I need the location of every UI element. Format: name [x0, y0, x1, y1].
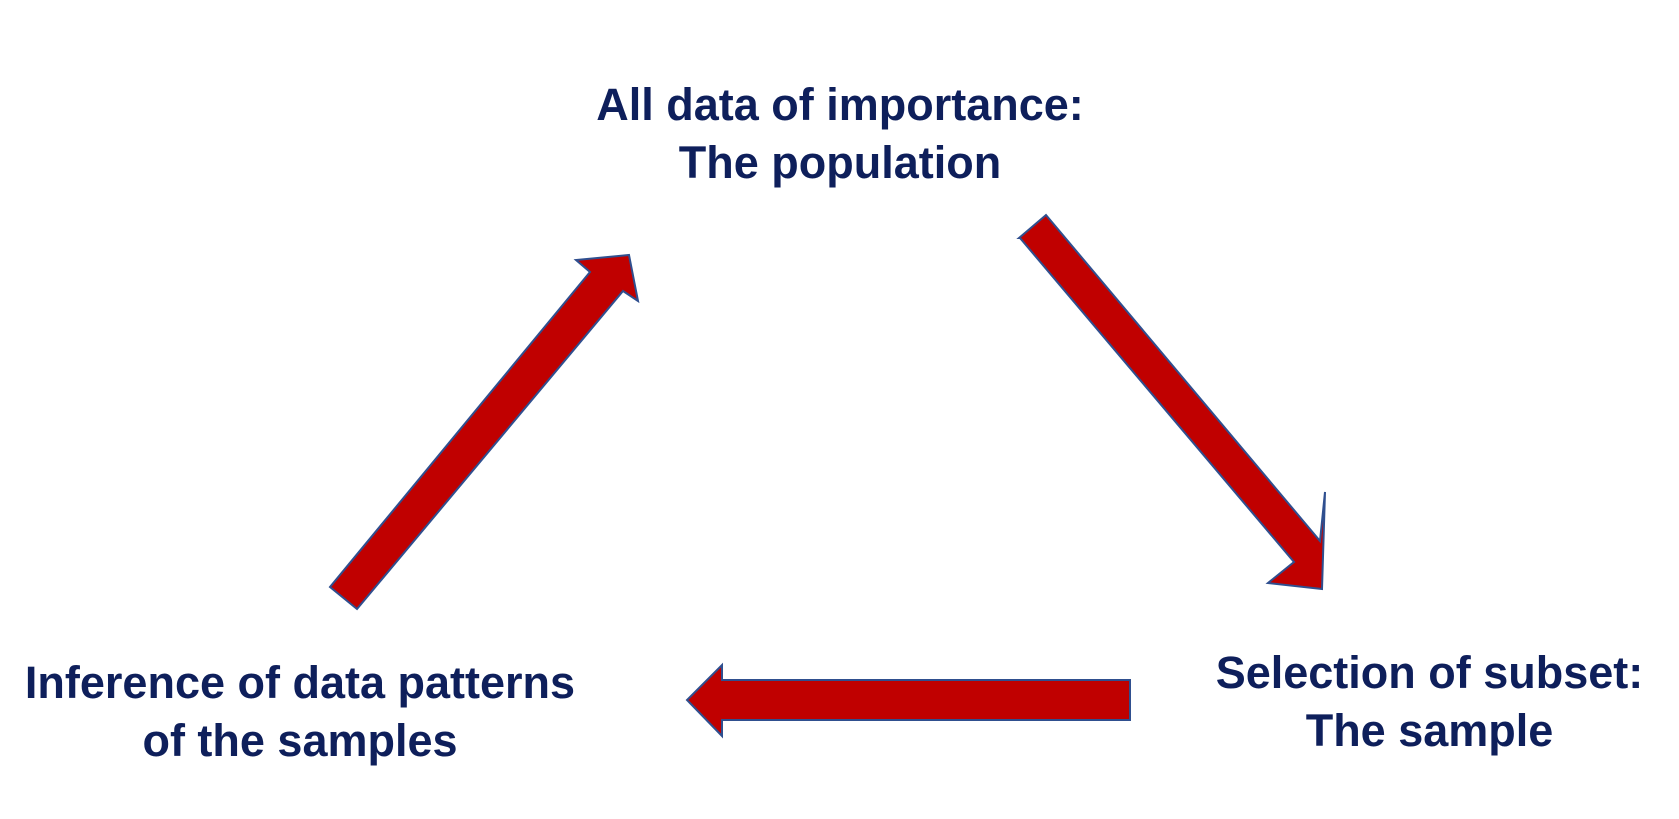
node-inference-line2: of the samples: [142, 715, 458, 766]
node-inference: Inference of data patterns of the sample…: [0, 654, 600, 770]
arrow-inference-to-population: [328, 253, 640, 611]
node-population-line2: The population: [678, 137, 1002, 188]
arrow-sample-to-inference: [685, 662, 1131, 739]
node-sample-line2: The sample: [1305, 705, 1554, 756]
node-inference-line1: Inference of data patterns: [24, 657, 576, 708]
node-sample: Selection of subset: The sample: [1180, 644, 1679, 760]
node-population-line1: All data of importance:: [596, 79, 1084, 130]
arrow-population-to-sample: [1016, 213, 1326, 591]
node-sample-line1: Selection of subset:: [1215, 647, 1644, 698]
node-population: All data of importance: The population: [560, 76, 1120, 192]
